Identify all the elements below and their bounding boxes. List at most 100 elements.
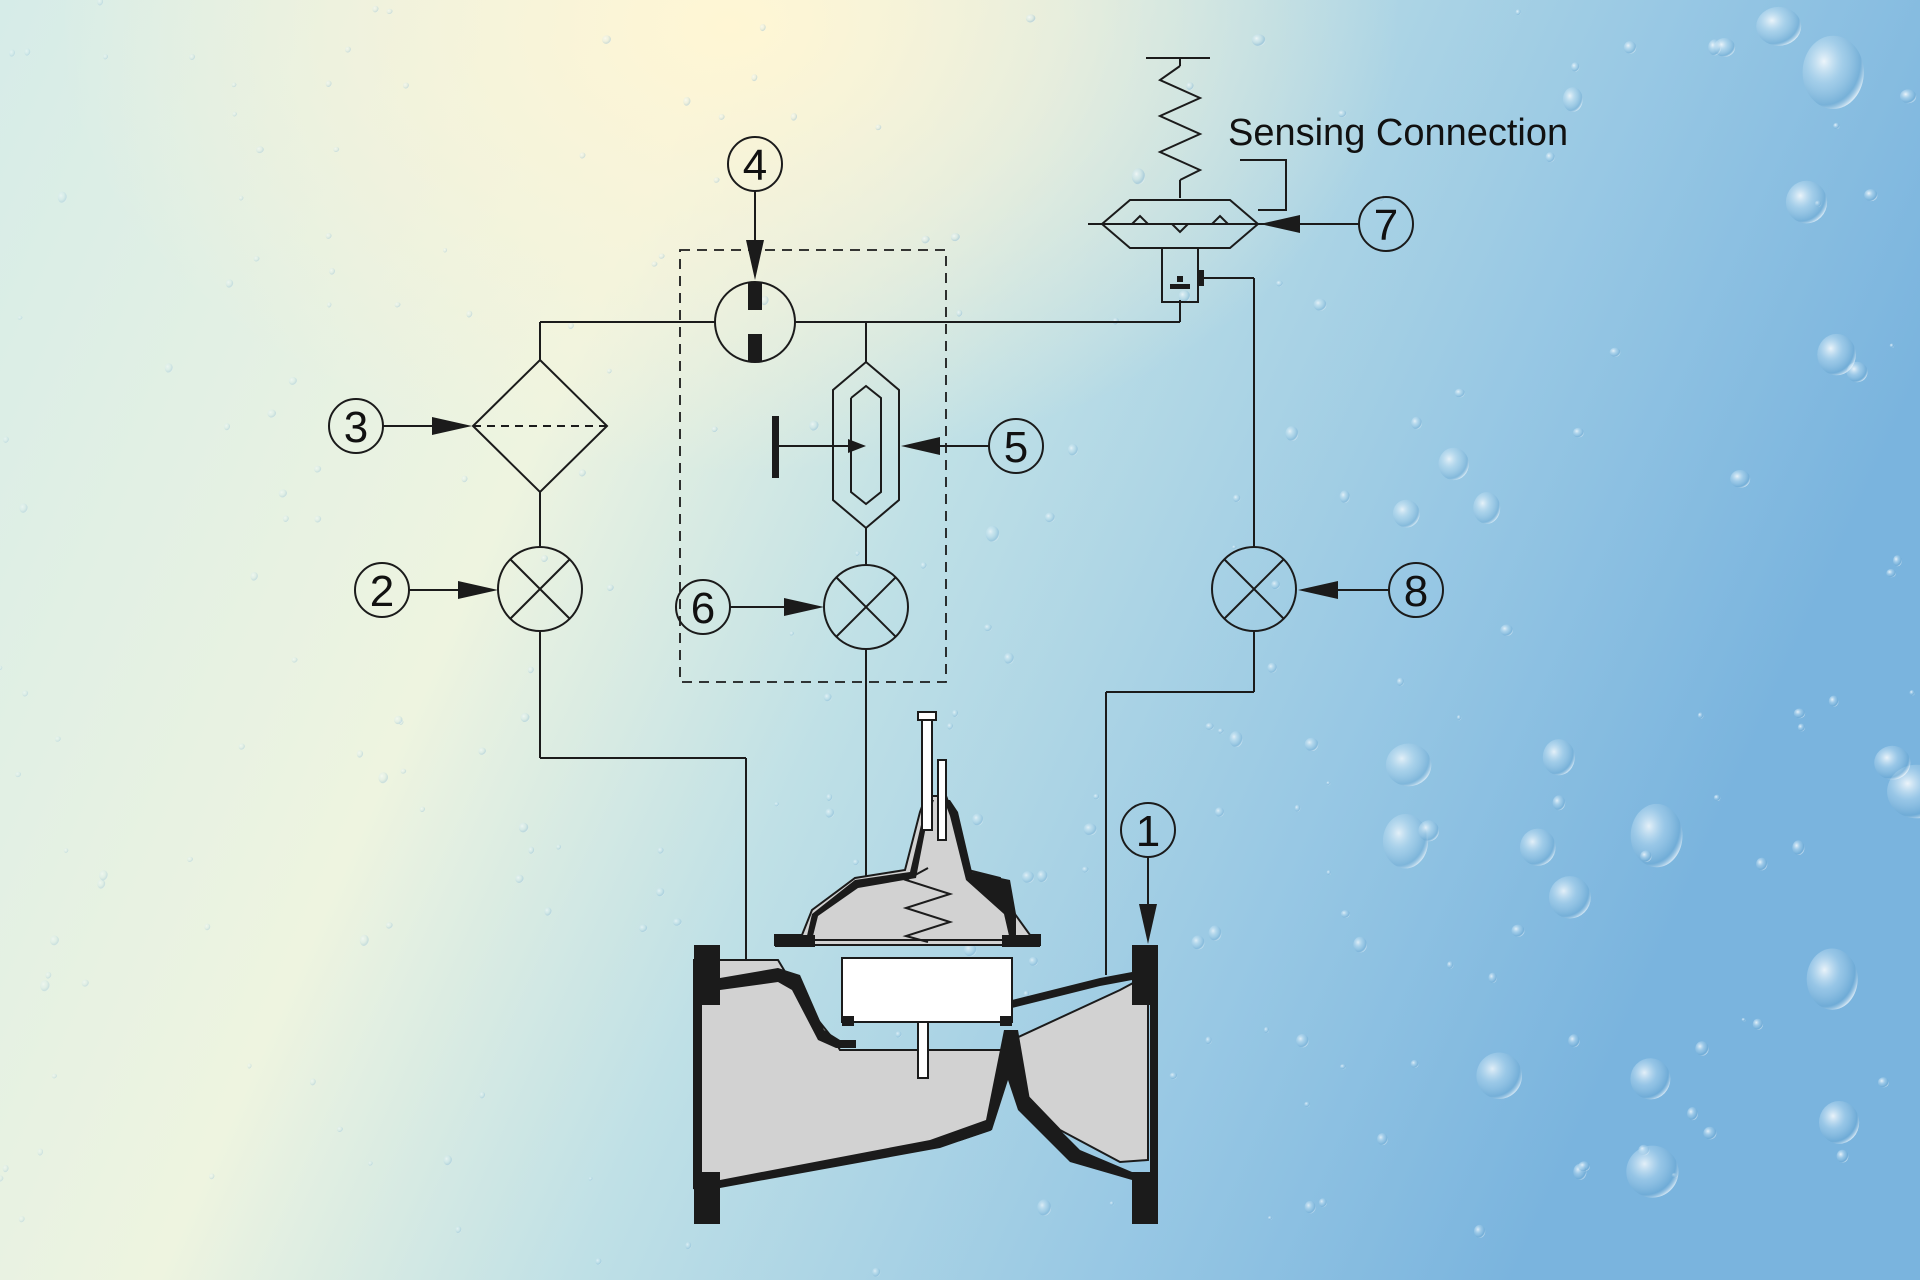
water-drop (400, 768, 407, 774)
water-drop (1785, 180, 1828, 224)
water-drop (1520, 828, 1556, 866)
water-drop (809, 420, 819, 431)
water-drop (337, 1126, 343, 1133)
water-drop (789, 631, 794, 636)
water-drop (1697, 712, 1704, 719)
water-drop (329, 268, 336, 275)
callout-1: 1 (1120, 802, 1176, 944)
water-drop (1836, 1149, 1849, 1163)
water-drop (1267, 662, 1277, 673)
water-drop (985, 525, 1000, 542)
water-drop (15, 771, 22, 778)
water-drop (947, 723, 954, 730)
water-drop (578, 469, 587, 477)
water-drop (478, 747, 487, 755)
water-drop (1552, 795, 1566, 811)
water-drop (1900, 89, 1917, 104)
water-drop (639, 924, 648, 933)
water-drop (1713, 38, 1736, 57)
water-drop (1067, 444, 1078, 456)
water-drop (1340, 910, 1350, 918)
water-drop (1304, 737, 1319, 752)
water-drop (0, 1175, 4, 1182)
water-drop (1021, 871, 1035, 883)
water-drop (51, 1073, 58, 1079)
water-drop (466, 310, 473, 318)
water-drop (372, 5, 379, 13)
water-drop (189, 54, 196, 61)
water-drop (760, 295, 769, 306)
water-drop (461, 475, 468, 483)
water-drop (541, 555, 548, 563)
water-drop (1456, 715, 1462, 721)
water-drop (1276, 280, 1283, 287)
water-drop (455, 1226, 462, 1234)
needle-valve-5 (772, 360, 990, 530)
water-drop (1623, 41, 1637, 54)
water-drop (443, 1155, 453, 1166)
water-drop (984, 624, 992, 632)
water-drop (1741, 1017, 1746, 1022)
water-drop (97, 0, 104, 6)
water-drop (823, 693, 832, 702)
water-drop (556, 844, 562, 850)
water-drop (204, 923, 211, 931)
water-drop (1549, 876, 1591, 919)
water-drop (1003, 652, 1014, 664)
water-drop (45, 971, 52, 979)
callout-8-label: 8 (1404, 567, 1428, 616)
water-drop (99, 870, 108, 881)
water-drop (17, 315, 23, 320)
water-drop (19, 503, 28, 513)
water-drop (81, 979, 89, 987)
water-drop (544, 907, 552, 916)
water-drop (1833, 122, 1840, 129)
water-drop (1229, 731, 1243, 748)
water-drop (855, 551, 860, 556)
water-drop (1454, 388, 1465, 398)
water-drop (1264, 1026, 1269, 1034)
water-drop (1023, 990, 1030, 998)
water-drop (1169, 1072, 1178, 1080)
water-drop (1568, 1034, 1580, 1048)
water-drop (291, 657, 298, 663)
water-drop (256, 146, 264, 154)
piping-lines (539, 277, 1255, 975)
water-drop (1418, 820, 1439, 842)
water-drop (164, 363, 173, 373)
water-drop (1218, 728, 1224, 734)
water-drop (518, 822, 529, 833)
water-drop (1037, 870, 1048, 883)
water-drop (1410, 1059, 1419, 1068)
callout-4-label: 4 (743, 141, 767, 190)
water-drop (314, 515, 322, 523)
water-drop (1909, 690, 1915, 696)
water-drop (333, 146, 340, 153)
water-drop (97, 879, 106, 889)
main-valve (693, 711, 1158, 1224)
callout-2: 2 (354, 562, 498, 618)
water-drop (378, 772, 389, 784)
orifice-4 (714, 281, 796, 363)
water-drop (1817, 333, 1856, 376)
water-drop (1511, 924, 1525, 937)
callout-7: 7 (1260, 196, 1414, 252)
water-drop (63, 848, 69, 853)
water-drop (790, 113, 798, 121)
water-drop (327, 302, 332, 308)
water-drop (1326, 781, 1331, 786)
water-drop (826, 793, 833, 802)
callout-3-label: 3 (344, 403, 368, 452)
water-drop (0, 665, 3, 671)
water-drop (1797, 723, 1805, 732)
water-drop (103, 54, 109, 60)
water-drop (1296, 1034, 1309, 1048)
water-drop (718, 114, 725, 120)
water-drop (1695, 1041, 1709, 1056)
water-drop (1806, 948, 1858, 1010)
pilot-7 (1088, 57, 1287, 303)
water-drop (479, 1091, 486, 1099)
water-drop (711, 426, 718, 433)
water-drop (1573, 427, 1584, 438)
